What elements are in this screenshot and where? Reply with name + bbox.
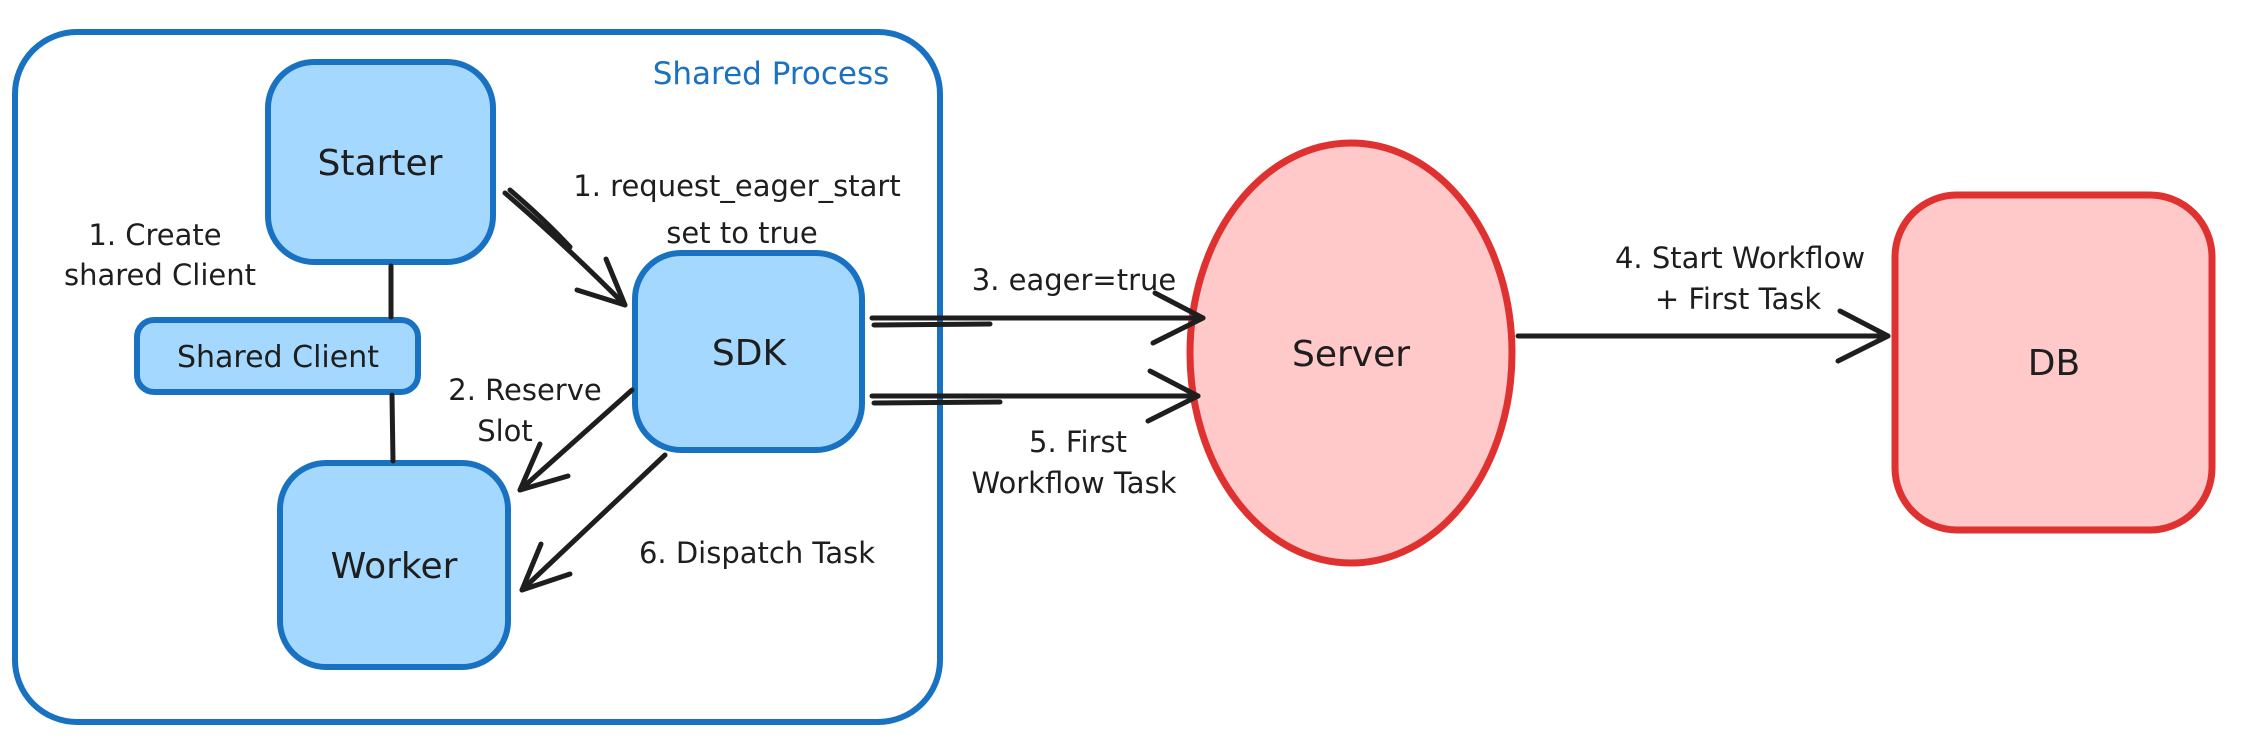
shared-process-title: Shared Process — [653, 56, 890, 92]
svg-text:5. First: 5. First — [1029, 425, 1127, 459]
starter-node: Starter — [265, 59, 496, 265]
server-node: Server — [1186, 139, 1516, 567]
annotation-dispatch-task: 6. Dispatch Task — [639, 536, 875, 570]
svg-text:shared Client: shared Client — [64, 258, 256, 292]
db-box — [1891, 191, 2216, 534]
annotation-eager-true: 3. eager=true — [972, 263, 1177, 297]
annotation-reserve-slot: 2. Reserve Slot — [448, 373, 601, 448]
svg-text:set to true: set to true — [666, 216, 817, 250]
svg-text:6. Dispatch Task: 6. Dispatch Task — [639, 536, 875, 570]
db-label: DB — [2028, 343, 2080, 384]
shared-client-node: Shared Client — [134, 317, 421, 395]
starter-label: Starter — [318, 143, 443, 184]
shared-process-frame — [12, 29, 943, 725]
arrow-sdk-to-server-first-task — [869, 368, 1201, 424]
arrow-starter-to-sdk — [502, 187, 628, 308]
db-node: DB — [1891, 191, 2216, 534]
shared-client-box — [134, 317, 421, 395]
arrow-server-to-db — [1515, 308, 1891, 364]
svg-text:2. Reserve: 2. Reserve — [448, 373, 601, 407]
arrow-sdk-to-worker-dispatch — [519, 452, 668, 593]
annotation-first-workflow-task: 5. First Workflow Task — [972, 425, 1177, 500]
svg-text:3. eager=true: 3. eager=true — [972, 263, 1177, 297]
worker-label: Worker — [331, 546, 458, 587]
arrow-sdk-to-server-eager — [869, 290, 1206, 346]
server-label: Server — [1292, 334, 1410, 375]
shared-process-container: Shared Process — [12, 29, 943, 725]
svg-text:Slot: Slot — [477, 414, 533, 448]
sdk-label: SDK — [712, 333, 788, 374]
sdk-box — [632, 250, 865, 453]
arrow-sdk-to-worker-reserve — [517, 387, 635, 493]
annotation-create-shared-client: 1. Create shared Client — [64, 218, 256, 292]
svg-text:4. Start Workflow: 4. Start Workflow — [1615, 241, 1865, 275]
svg-text:1. Create: 1. Create — [88, 218, 221, 252]
sdk-node: SDK — [632, 250, 865, 453]
worker-node: Worker — [277, 460, 511, 670]
line-shared-client-to-worker — [389, 392, 396, 464]
svg-text:1. request_eager_start: 1. request_eager_start — [573, 169, 900, 203]
annotation-start-workflow: 4. Start Workflow + First Task — [1615, 241, 1865, 316]
starter-box — [265, 59, 496, 265]
server-ellipse — [1186, 139, 1516, 567]
svg-text:+ First Task: + First Task — [1655, 282, 1822, 316]
svg-text:Workflow Task: Workflow Task — [972, 466, 1177, 500]
annotation-request-eager-start: 1. request_eager_start set to true — [573, 169, 900, 250]
shared-client-label: Shared Client — [177, 340, 379, 375]
